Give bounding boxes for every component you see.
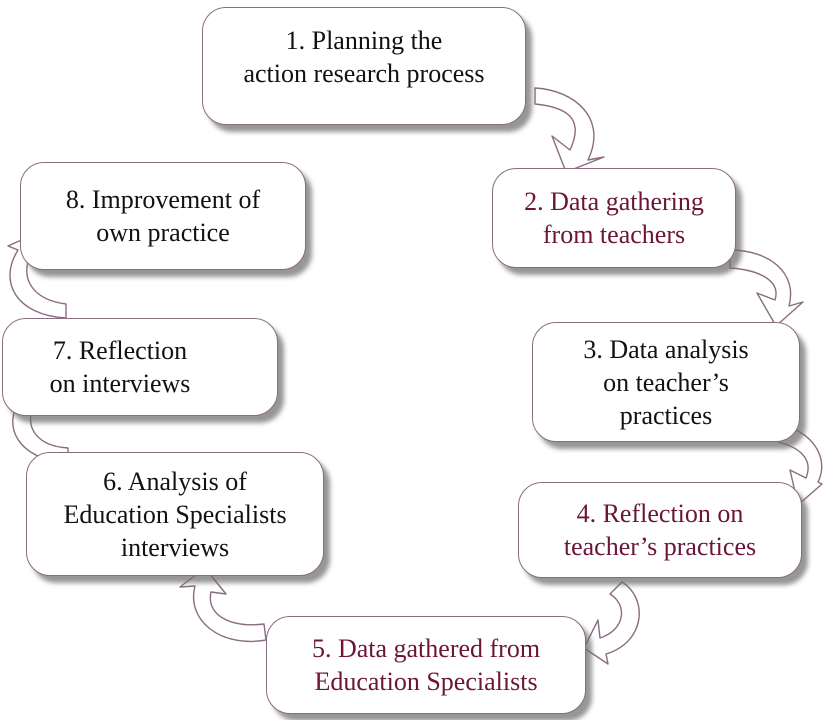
step-5-label: 5. Data gathered from Education Speciali… [311, 634, 541, 696]
step-2-box: 2. Data gathering from teachers [492, 168, 736, 268]
curved-arrow-icon [534, 87, 605, 173]
step-6-label: 6. Analysis of Education Specialists int… [63, 466, 287, 562]
step-1-box: 1. Planning the action research process [202, 7, 526, 125]
step-7-box: 7. Reflection on interviews [2, 318, 278, 416]
step-5-box: 5. Data gathered from Education Speciali… [266, 616, 586, 714]
step-1-label: 1. Planning the action research process [243, 26, 485, 88]
step-8-box: 8. Improvement of own practice [20, 162, 306, 270]
curved-arrow-icon [729, 249, 804, 327]
step-7-label: 7. Reflection on interviews [49, 336, 191, 398]
curved-arrow-icon [179, 567, 267, 642]
step-3-label: 3. Data analysis on teacher’s practices [583, 334, 749, 430]
step-6-box: 6. Analysis of Education Specialists int… [26, 452, 324, 576]
step-4-label: 4. Reflection on teacher’s practices [563, 499, 757, 561]
curved-arrow-icon [583, 581, 640, 665]
step-2-label: 2. Data gathering from teachers [524, 187, 704, 249]
step-4-box: 4. Reflection on teacher’s practices [518, 482, 802, 578]
step-3-box: 3. Data analysis on teacher’s practices [532, 322, 800, 442]
step-8-label: 8. Improvement of own practice [65, 185, 261, 247]
